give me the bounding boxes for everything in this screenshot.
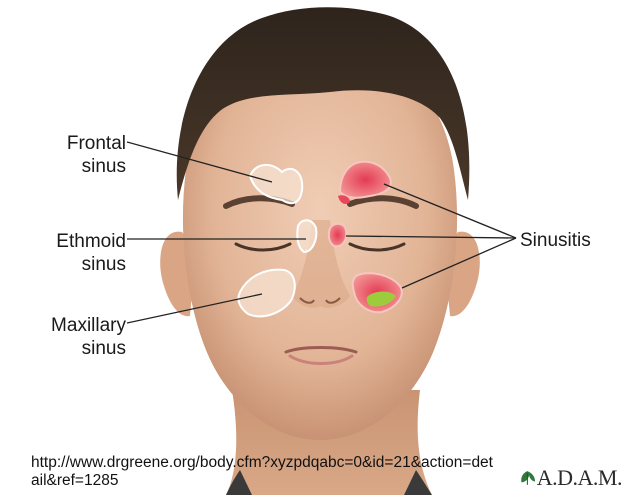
maxillary-sinus-label-line1: Maxillary <box>12 314 126 337</box>
source-url-caption[interactable]: http://www.drgreene.org/body.cfm?xyzpdqa… <box>31 454 501 490</box>
frontal-sinus-label-line2: sinus <box>30 155 126 178</box>
ethmoid-sinus-label-line1: Ethmoid <box>16 230 126 253</box>
maxillary-sinus-label-line2: sinus <box>12 337 126 360</box>
frontal-sinus-label: Frontal sinus <box>30 132 126 178</box>
maxillary-sinus-label: Maxillary sinus <box>12 314 126 360</box>
ethmoid-sinus-label: Ethmoid sinus <box>16 230 126 276</box>
adam-brand-name: A.D.A.M. <box>537 465 622 491</box>
adam-brand-logo: A.D.A.M. <box>518 465 622 491</box>
sinusitis-label: Sinusitis <box>520 229 591 252</box>
ethmoid-sinus-label-line2: sinus <box>16 253 126 276</box>
frontal-sinus-label-line1: Frontal <box>30 132 126 155</box>
ethmoid-sinus-inflamed <box>329 224 347 247</box>
adam-leaf-icon <box>518 468 537 488</box>
